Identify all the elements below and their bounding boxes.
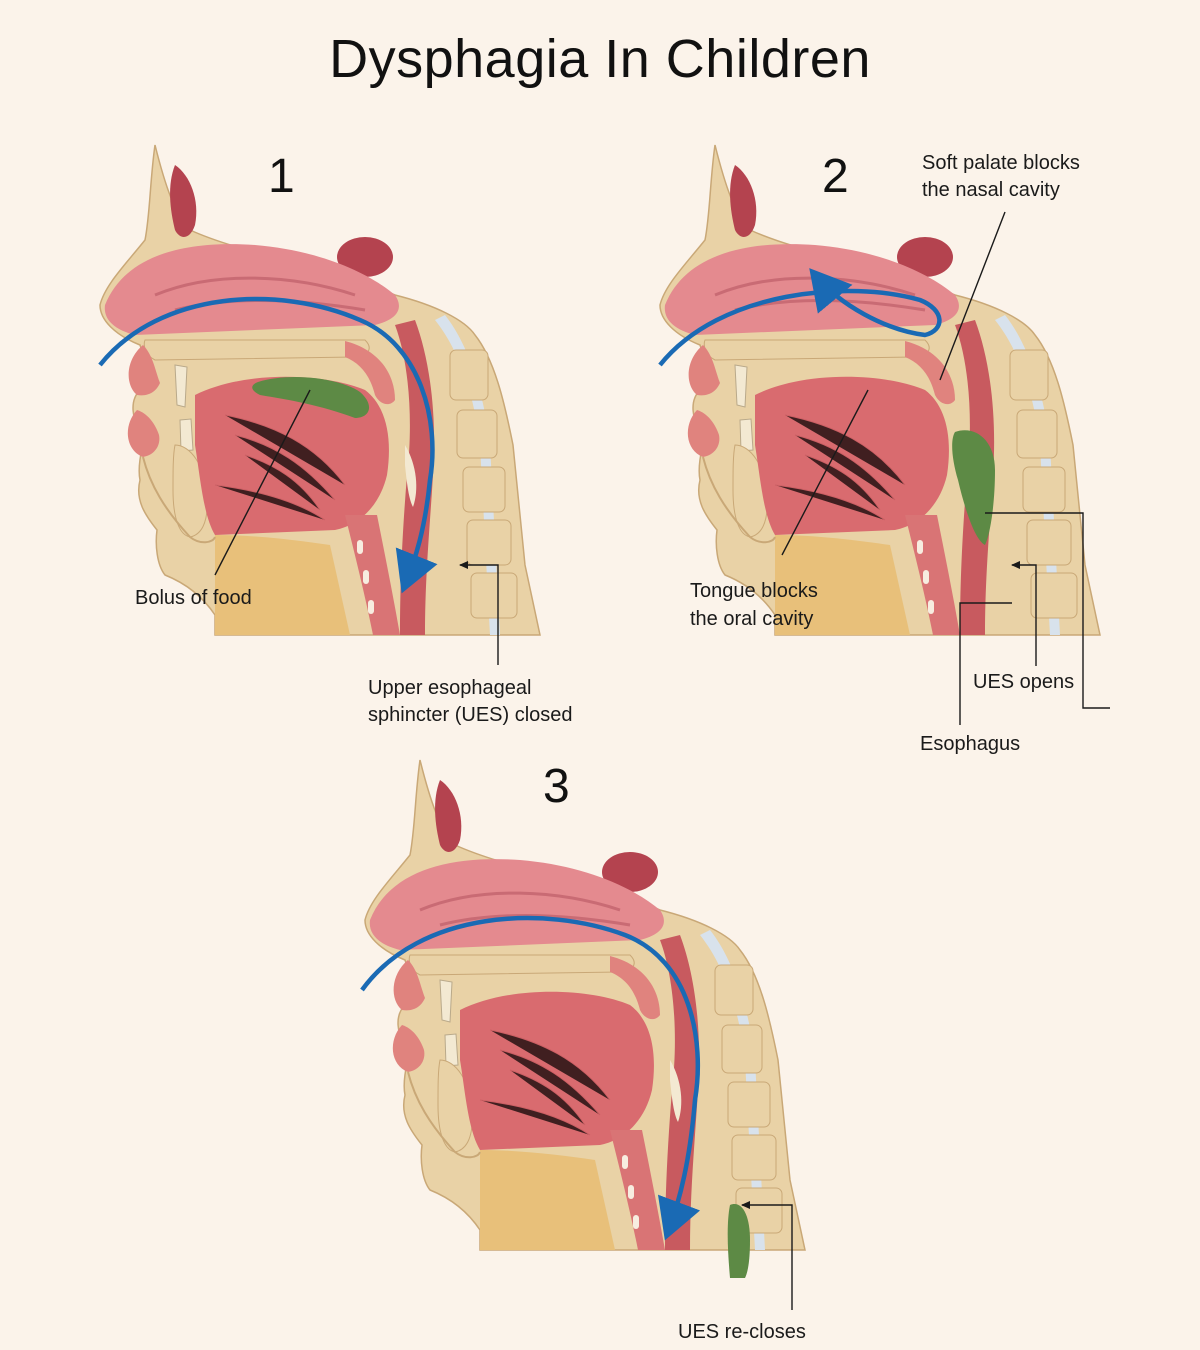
soft-palate-leader-line xyxy=(939,211,1006,381)
panel-number: 2 xyxy=(822,150,849,203)
panel-1: 1 Bolus of food Upper esophageal sphinct… xyxy=(93,143,573,726)
soft-palate-label-line2: the nasal cavity xyxy=(922,179,1060,201)
swallow-flow-arrow xyxy=(98,296,438,594)
swallow-flow-arrow xyxy=(658,268,942,367)
panel-2: 2 Soft palate blocks the nasal cavity To… xyxy=(653,143,1110,755)
tongue-label-line1: Tongue blocks xyxy=(690,580,818,602)
panel-3: 3 UES re-closes xyxy=(358,758,807,1343)
ues-closed-label-line2: sphincter (UES) closed xyxy=(368,704,573,726)
esophagus-leader-line xyxy=(959,602,1012,725)
panel-number: 1 xyxy=(268,150,295,203)
bolus-in-esophagus-shape xyxy=(727,1204,750,1278)
panel-number: 3 xyxy=(543,760,570,813)
bolus-of-food-shape xyxy=(252,377,370,418)
bracket-leader-line xyxy=(985,512,1110,709)
ues-opens-label: UES opens xyxy=(973,671,1074,693)
ues-recloses-leader-line xyxy=(741,1201,793,1310)
esophagus-label: Esophagus xyxy=(920,733,1020,755)
bolus-of-food-label: Bolus of food xyxy=(135,587,252,609)
tongue-label-line2: the oral cavity xyxy=(690,608,813,630)
ues-closed-leader-line xyxy=(459,561,499,665)
swallow-flow-arrow xyxy=(360,915,701,1241)
ues-opens-leader-line xyxy=(1011,561,1037,666)
bolus-in-pharynx-shape xyxy=(952,430,995,545)
page-title: Dysphagia In Children xyxy=(329,29,871,89)
bolus-leader-line xyxy=(214,389,311,576)
ues-recloses-label: UES re-closes xyxy=(678,1321,806,1343)
tongue-leader-line xyxy=(781,389,869,556)
ues-closed-label-line1: Upper esophageal xyxy=(368,677,531,699)
soft-palate-label-line1: Soft palate blocks xyxy=(922,152,1080,174)
